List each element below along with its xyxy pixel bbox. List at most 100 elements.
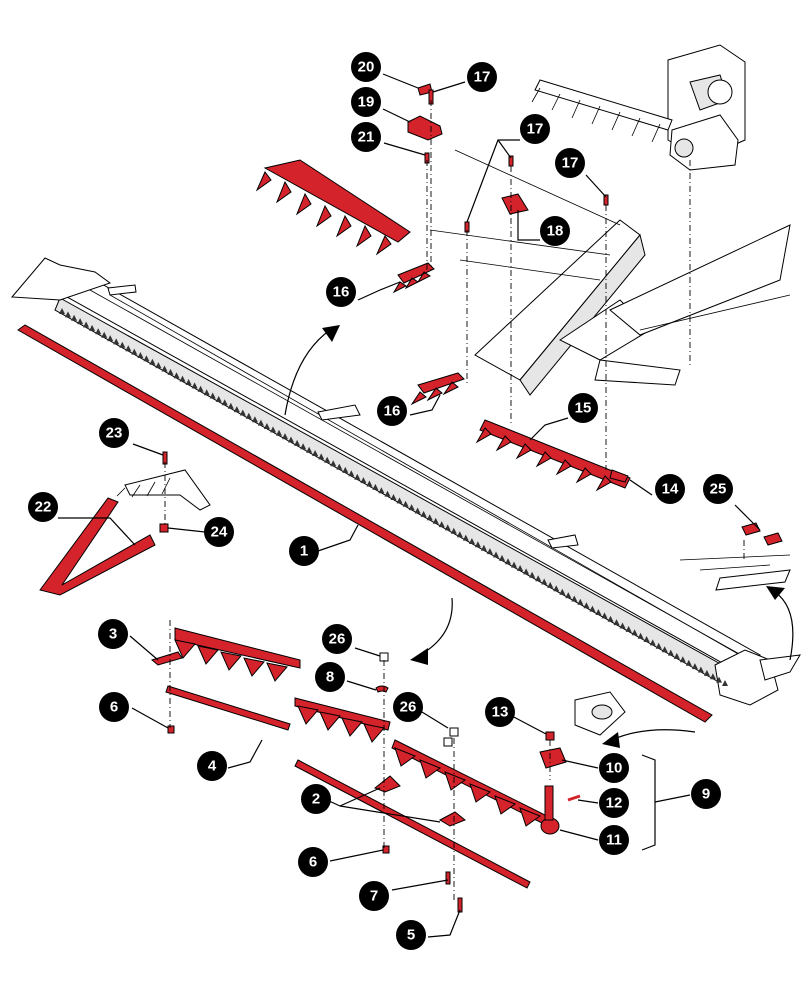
svg-text:22: 22	[35, 499, 52, 516]
guard-assembly-left	[116, 469, 211, 511]
svg-text:7: 7	[370, 888, 378, 905]
group-bracket-9	[641, 754, 691, 851]
callout-26: 26	[322, 624, 352, 654]
svg-text:26: 26	[400, 699, 417, 716]
callout-21: 21	[351, 122, 381, 152]
callout-16: 16	[326, 277, 356, 307]
part-3-knife-section	[150, 651, 183, 666]
callout-17: 17	[555, 148, 585, 178]
svg-text:17: 17	[474, 69, 491, 86]
part-16-guard-upper	[392, 262, 435, 294]
part-18-holder	[501, 193, 529, 215]
callout-6: 6	[298, 847, 328, 877]
callout-2: 2	[301, 784, 331, 814]
part-26-nut-upper	[379, 652, 389, 662]
gearbox-assembly	[531, 44, 746, 171]
callout-20: 20	[351, 52, 381, 82]
callout-10: 10	[599, 753, 629, 783]
callout-7: 7	[359, 881, 389, 911]
callout-11: 11	[599, 825, 629, 855]
part-22-divider	[39, 497, 156, 596]
svg-text:20: 20	[358, 59, 375, 76]
callout-19: 19	[351, 87, 381, 117]
part-24-nut	[159, 523, 169, 533]
svg-text:17: 17	[562, 155, 579, 172]
svg-text:5: 5	[407, 927, 415, 944]
callout-18: 18	[540, 216, 570, 246]
svg-text:3: 3	[109, 626, 117, 643]
callout-5: 5	[396, 920, 426, 950]
part-4-knife-back	[165, 685, 531, 889]
alignment-lines	[164, 100, 745, 900]
callout-26: 26	[393, 692, 423, 722]
part-7-bolt	[445, 871, 451, 885]
svg-text:19: 19	[358, 94, 375, 111]
svg-text:8: 8	[326, 669, 334, 686]
callout-13: 13	[485, 697, 515, 727]
svg-text:2: 2	[312, 791, 320, 808]
leader-lines	[58, 73, 761, 938]
svg-text:21: 21	[358, 129, 375, 146]
callout-15: 15	[568, 393, 598, 423]
part-14-guard-end	[609, 469, 629, 483]
svg-text:1: 1	[300, 543, 308, 560]
cutter-bar-frame	[10, 257, 801, 706]
svg-text:6: 6	[110, 699, 118, 716]
svg-text:24: 24	[211, 524, 228, 541]
svg-text:11: 11	[606, 832, 622, 849]
svg-text:13: 13	[492, 704, 509, 721]
callout-23: 23	[99, 418, 129, 448]
callout-22: 22	[28, 492, 58, 522]
part-25-plate-assembly	[679, 522, 791, 591]
part-2-section-pair	[374, 775, 466, 827]
svg-text:12: 12	[606, 795, 623, 812]
part-15-guard-set	[475, 419, 631, 492]
svg-text:16: 16	[384, 403, 401, 420]
svg-text:14: 14	[662, 481, 679, 498]
part-13-nut	[545, 731, 555, 741]
svg-text:10: 10	[606, 760, 623, 777]
part-6-rivet-lower	[382, 845, 390, 854]
knife-section-strip	[17, 324, 713, 723]
callout-1: 1	[289, 536, 319, 566]
svg-text:25: 25	[710, 481, 727, 498]
part-19-bracket	[407, 115, 443, 141]
callout-4: 4	[197, 751, 227, 781]
part-8-clip	[375, 685, 389, 693]
callout-24: 24	[204, 517, 234, 547]
lower-knife-section-row	[391, 739, 556, 829]
drive-head-bearing	[574, 691, 626, 736]
guard-teeth-row	[59, 308, 728, 686]
callout-17: 17	[467, 62, 497, 92]
middle-knife-section-row	[294, 697, 391, 743]
callout-12: 12	[599, 788, 629, 818]
part-16-guard-lower	[410, 372, 465, 406]
callout-6: 6	[99, 692, 129, 722]
callout-14: 14	[655, 474, 685, 504]
part-26-nut-lower	[443, 727, 459, 747]
svg-text:15: 15	[575, 400, 592, 417]
upper-guard-assembly	[255, 159, 411, 256]
part-12-pin	[567, 794, 581, 802]
svg-text:4: 4	[208, 758, 217, 775]
direction-arrows	[284, 325, 794, 748]
svg-text:6: 6	[309, 854, 317, 871]
svg-text:9: 9	[702, 786, 710, 803]
callout-3: 3	[98, 619, 128, 649]
svg-text:18: 18	[547, 223, 564, 240]
callout-9: 9	[691, 779, 721, 809]
part-10-bracket	[539, 747, 567, 769]
upper-knife-section-row	[174, 627, 301, 682]
callout-8: 8	[315, 662, 345, 692]
callout-16: 16	[377, 396, 407, 426]
svg-text:16: 16	[333, 284, 350, 301]
svg-text:26: 26	[329, 631, 346, 648]
callout-25: 25	[703, 474, 733, 504]
part-11-knife-head	[540, 785, 560, 835]
svg-text:17: 17	[527, 121, 544, 138]
header-frame	[429, 149, 791, 396]
svg-text:23: 23	[106, 425, 123, 442]
part-5-bolt	[457, 897, 463, 913]
callout-17: 17	[520, 114, 550, 144]
